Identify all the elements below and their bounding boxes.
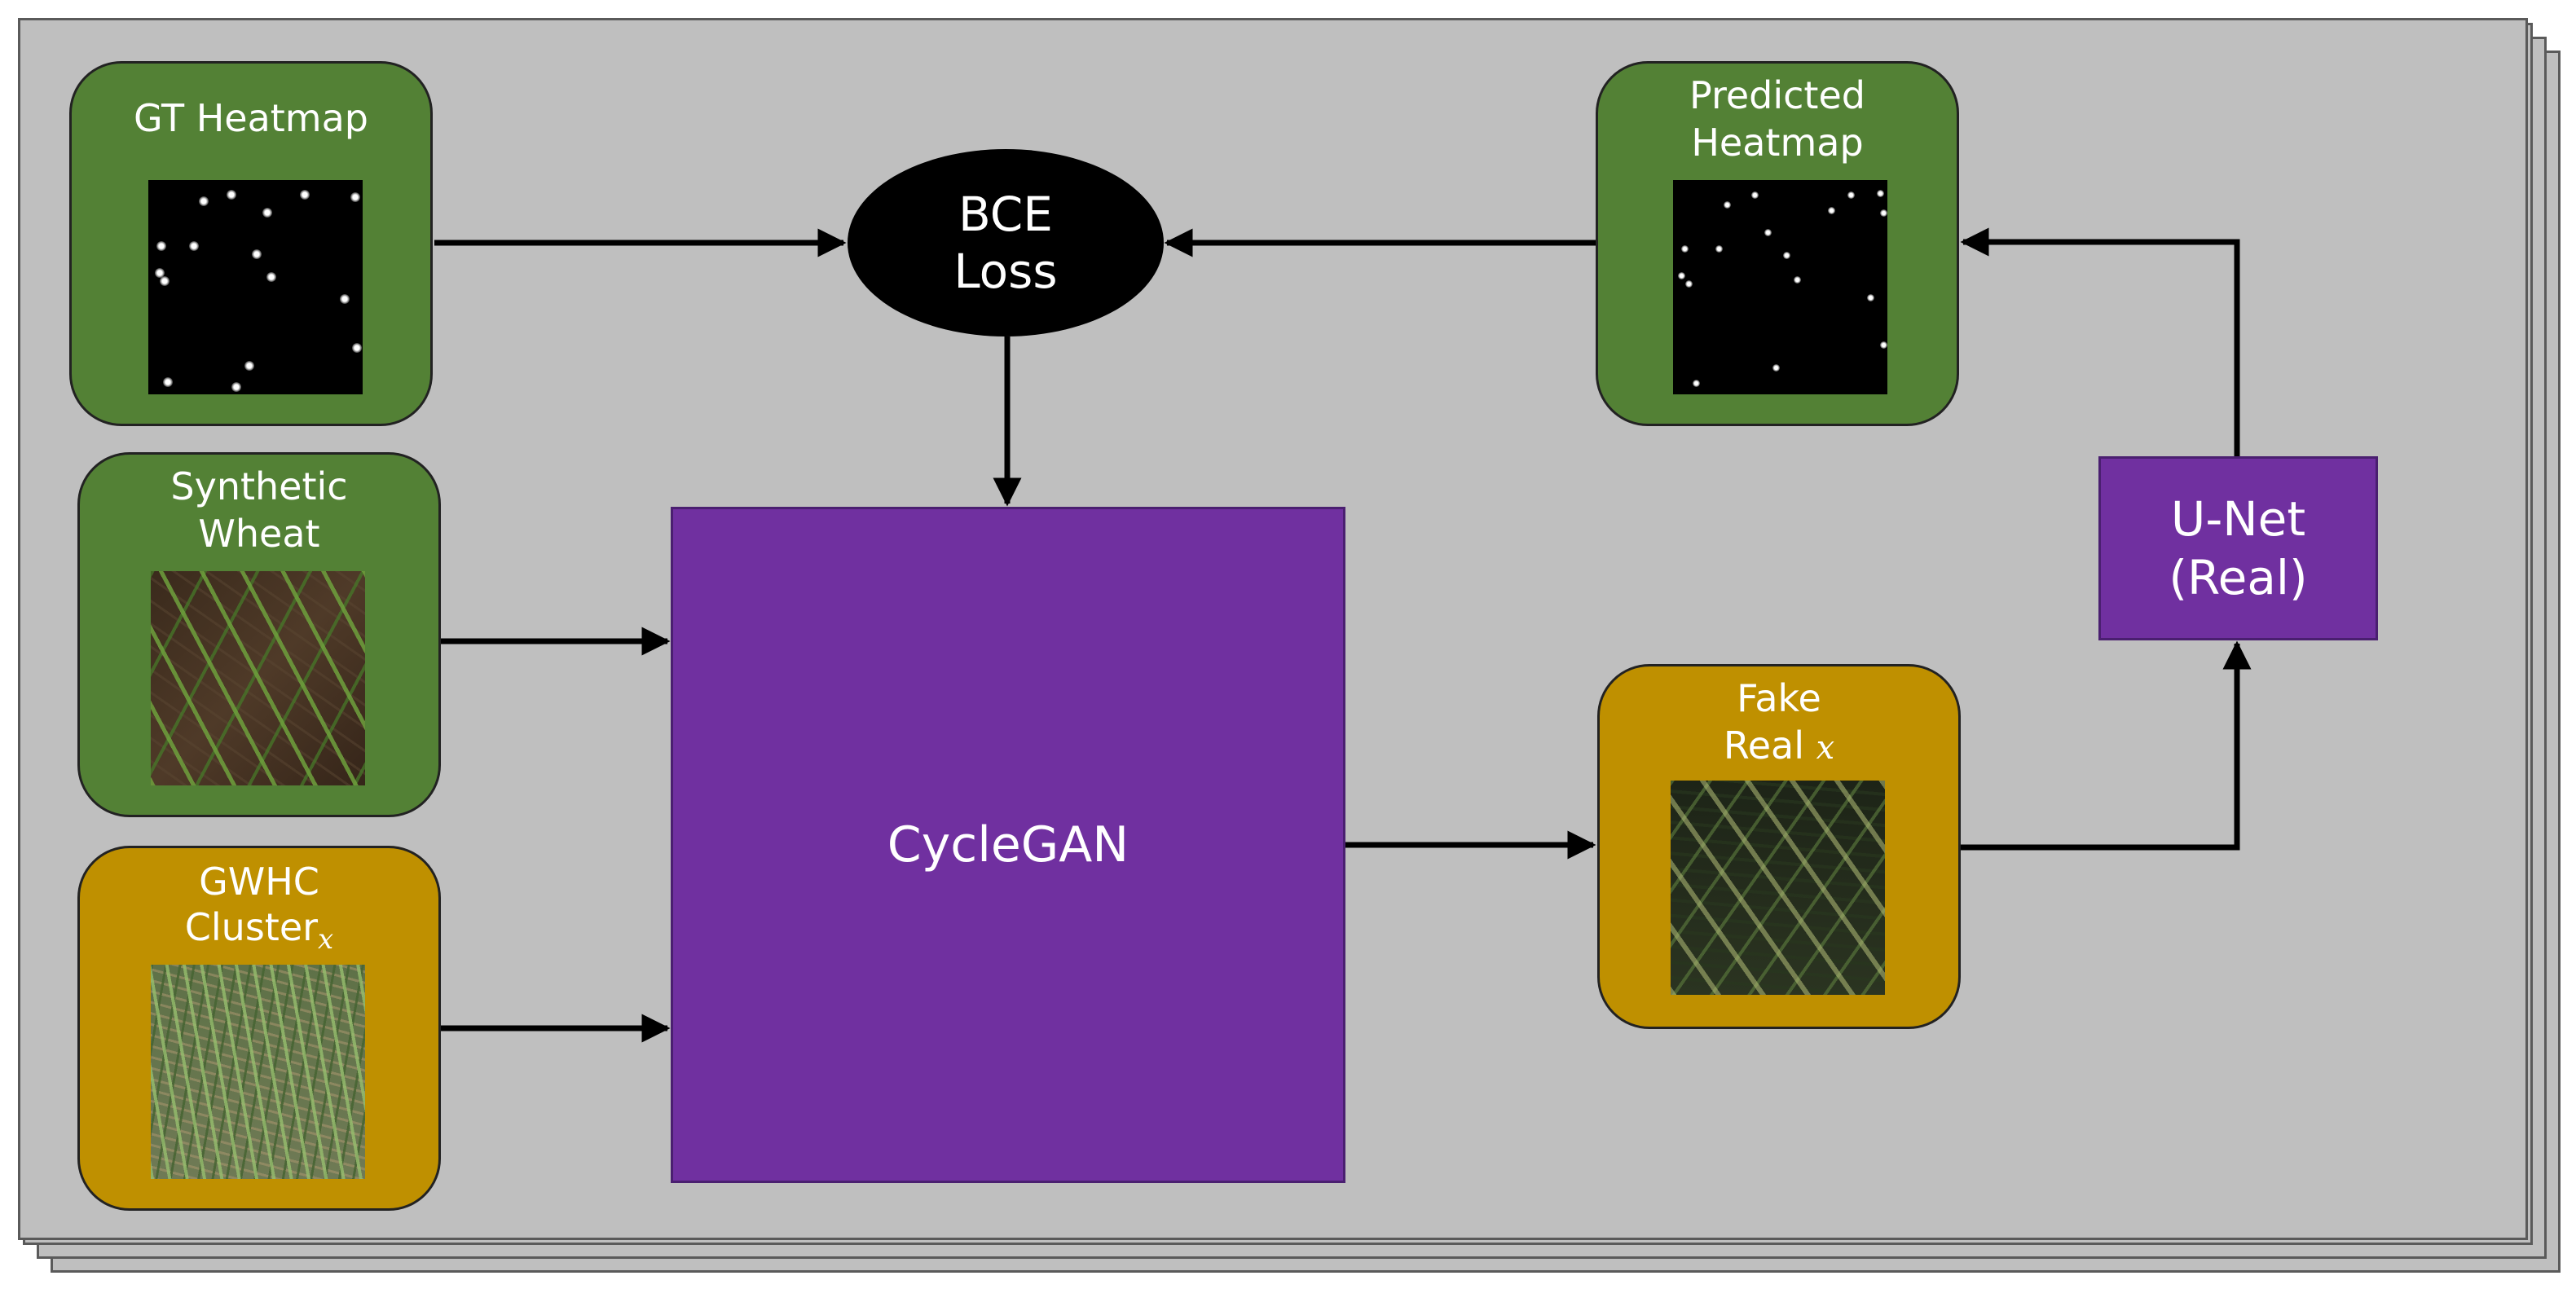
unet-block: U-Net (Real) (2098, 456, 2378, 640)
predicted-heatmap-node: Predicted Heatmap (1596, 61, 1959, 426)
gwhc-cluster-subscript: x (318, 923, 334, 957)
gwhc-cluster-node: GWHC Clusterx (77, 846, 441, 1211)
predicted-heatmap-title-line2: Heatmap (1691, 121, 1864, 165)
gwhc-cluster-image (151, 965, 365, 1179)
unet-line2: (Real) (2169, 550, 2308, 605)
predicted-heatmap-image (1673, 180, 1887, 394)
fake-real-title-line1: Fake (1737, 676, 1821, 720)
bce-loss-line1: BCE (958, 187, 1053, 242)
synthetic-wheat-node: Synthetic Wheat (77, 452, 441, 817)
fake-real-image (1671, 781, 1885, 995)
predicted-heatmap-title-line1: Predicted (1689, 73, 1865, 117)
gwhc-cluster-title-line2: Clusterx (80, 904, 438, 963)
synthetic-wheat-title-line1: Synthetic (170, 464, 348, 508)
cyclegan-label: CycleGAN (887, 816, 1129, 873)
gwhc-cluster-label: Cluster (184, 905, 319, 949)
fake-real-node: Fake Real x (1597, 664, 1961, 1029)
arrow-left-icon (1960, 227, 2240, 456)
gt-heatmap-title: GT Heatmap (133, 96, 369, 140)
cyclegan-block: CycleGAN (671, 507, 1345, 1183)
bce-loss-node: BCE Loss (848, 149, 1164, 336)
gwhc-cluster-title-line1: GWHC (199, 860, 319, 904)
unet-line1: U-Net (2170, 491, 2306, 547)
gt-heatmap-image (148, 180, 363, 394)
synthetic-wheat-title-line2: Wheat (198, 512, 320, 556)
synthetic-wheat-image (151, 571, 365, 785)
gt-heatmap-node: GT Heatmap (69, 61, 433, 426)
fake-real-variable: x (1816, 729, 1835, 767)
bce-loss-line2: Loss (953, 244, 1058, 299)
arrow-up-icon (1961, 640, 2252, 851)
fake-real-label: Real (1723, 724, 1804, 768)
fake-real-title-line2: Real x (1600, 722, 1958, 772)
